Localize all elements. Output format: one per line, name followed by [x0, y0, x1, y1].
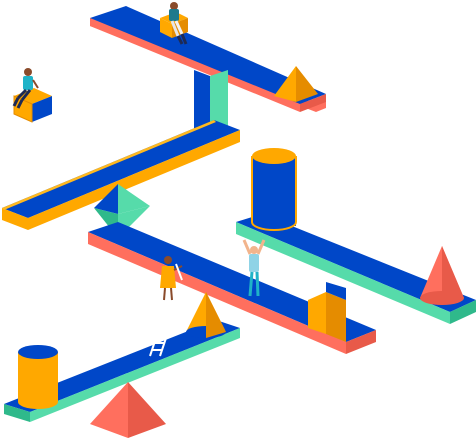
central-beam-left-face: [88, 232, 346, 354]
green-right-plank: [236, 214, 476, 324]
central-beam-end: [346, 330, 376, 354]
person-sitting-top-cube: [160, 2, 188, 45]
yellow-cylinder-lower: [18, 345, 58, 409]
ladder: [149, 325, 171, 357]
person-holding-cylinder: [242, 239, 266, 297]
top-plank-top: [90, 6, 326, 104]
lower-seesaw: [4, 320, 240, 422]
person-sitting-floating-cube: [12, 68, 39, 109]
coral-cone: [420, 246, 464, 305]
person-climbing-ladder: [160, 256, 183, 301]
midleft-plank-side: [2, 208, 28, 230]
green-plank-top: [236, 214, 476, 312]
coral-pyramid-fulcrum: [90, 382, 166, 438]
top-small-pyramid: [274, 66, 318, 102]
green-plank-front: [236, 222, 450, 324]
lower-plank-side: [4, 404, 30, 422]
central-beam: [88, 222, 376, 354]
top-plank-front: [90, 18, 300, 112]
yellow-block-support: [308, 282, 346, 342]
lower-plank-front: [30, 328, 240, 422]
top-pillar: [194, 70, 228, 134]
lower-plank-top: [4, 320, 240, 412]
midleft-plank-top: [2, 120, 240, 218]
middle-left-plank: [2, 120, 240, 230]
top-seesaw: [90, 6, 326, 112]
midleft-plank-front: [28, 130, 240, 230]
top-plank-edge: [300, 94, 326, 112]
green-octahedron: [94, 184, 150, 238]
yellow-cone: [186, 292, 226, 338]
central-beam-top: [88, 222, 376, 342]
yellow-cylinder-upper: [251, 148, 297, 231]
green-plank-end: [450, 300, 476, 324]
